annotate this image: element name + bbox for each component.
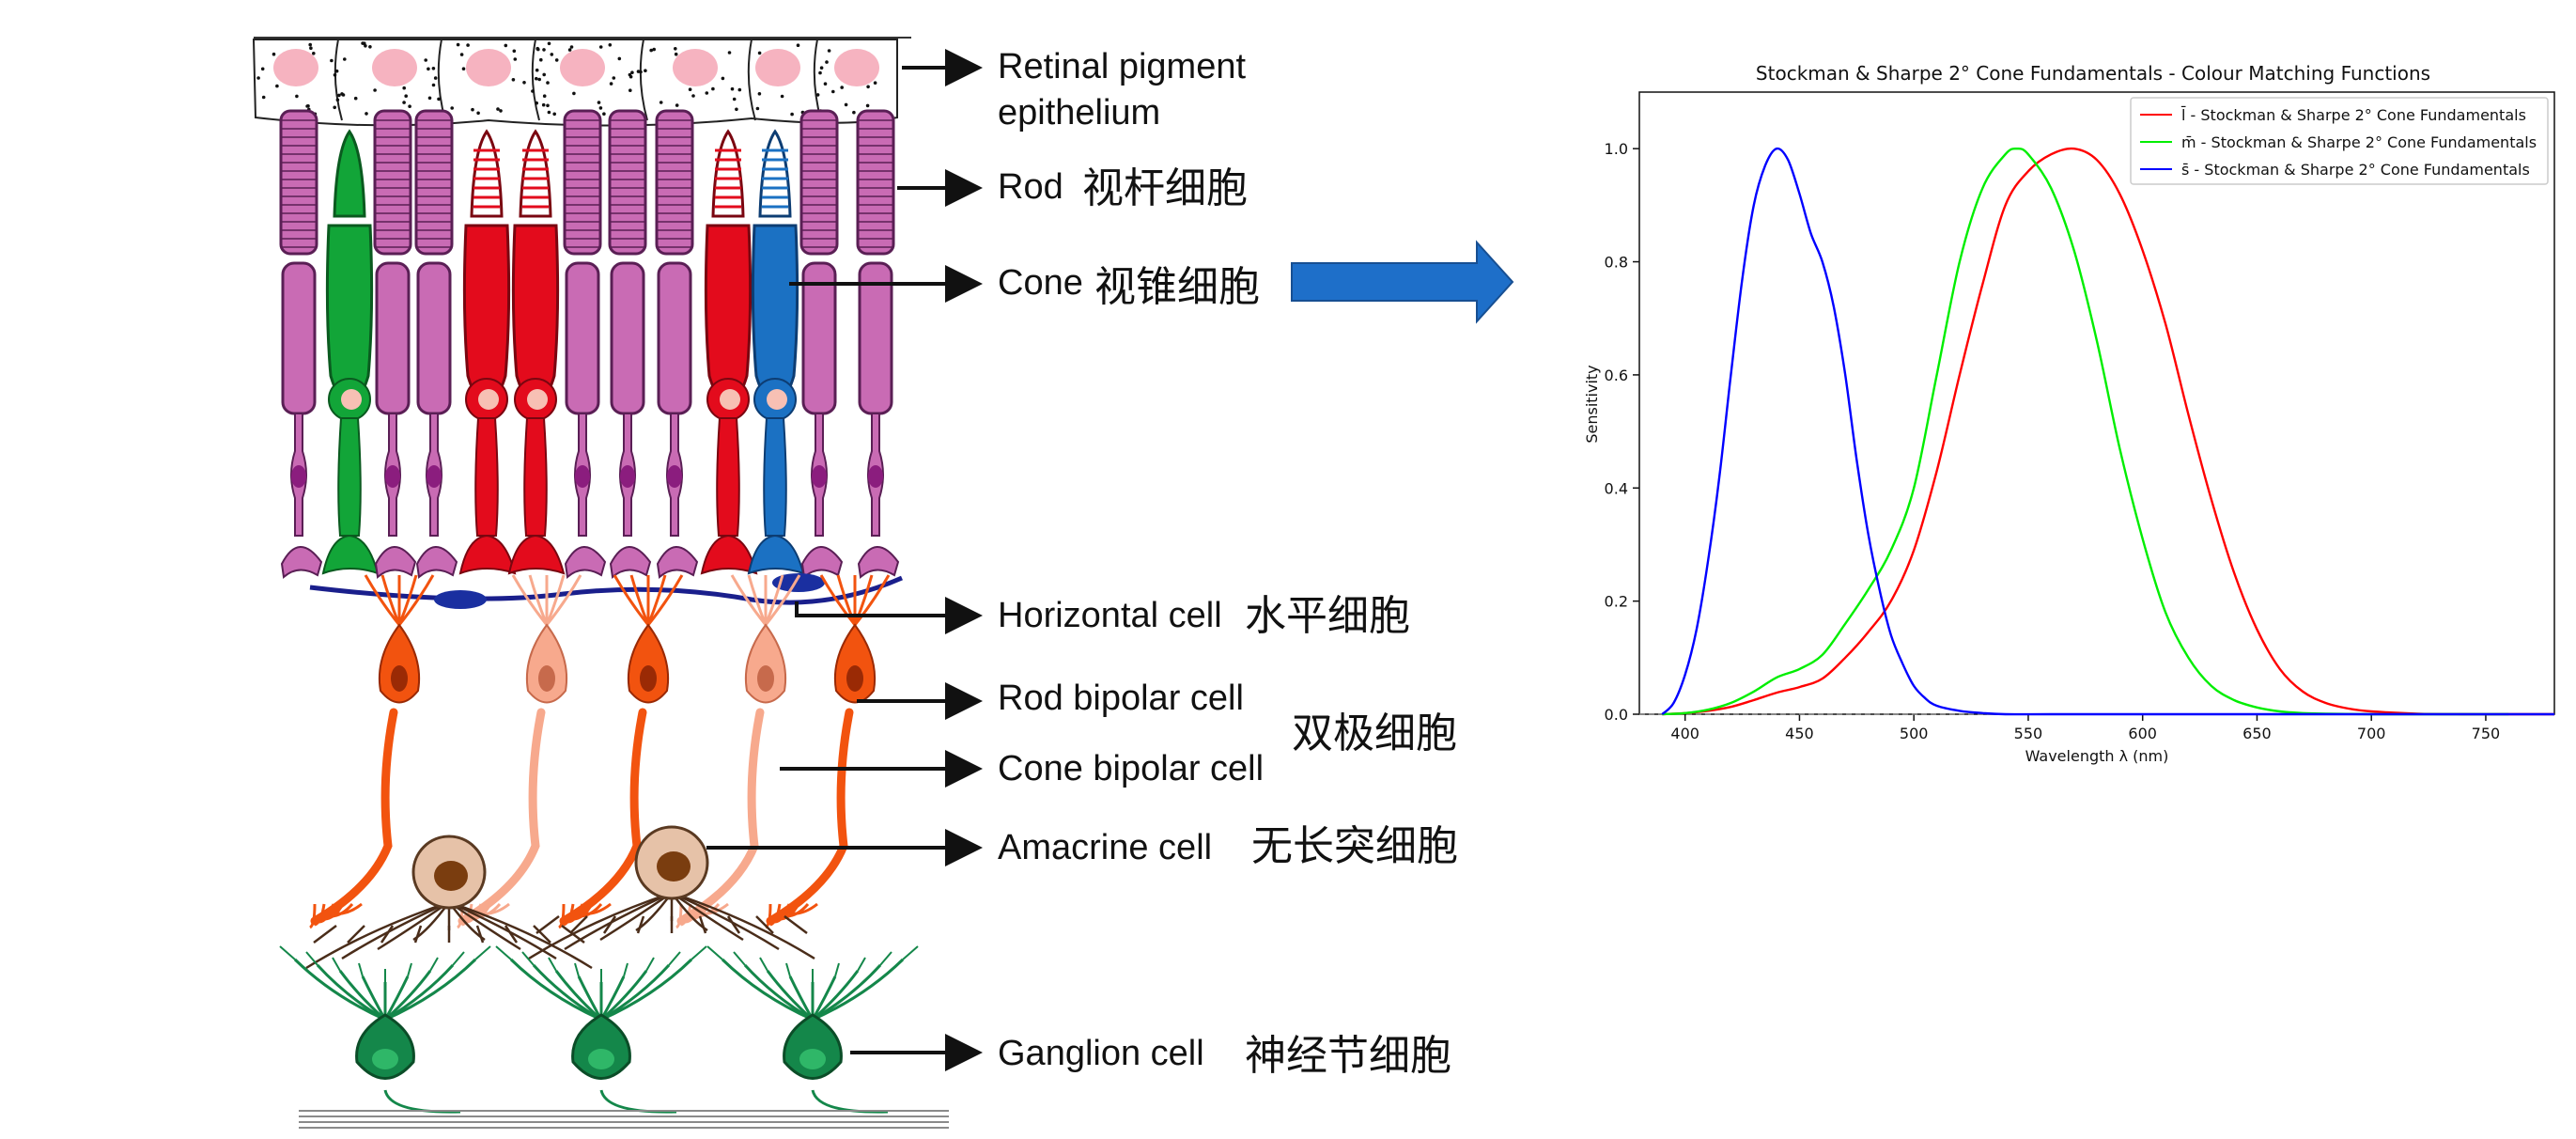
cone-cell	[507, 129, 566, 575]
series-s-line	[1661, 147, 2554, 716]
legend-entry-l: l̄ - Stockman & Sharpe 2° Cone Fundament…	[2180, 106, 2526, 124]
x-tick-label: 450	[1785, 725, 1814, 742]
label-cone: Cone	[998, 263, 1083, 303]
x-tick-label: 500	[1900, 725, 1929, 742]
legend-entry-m: m̄ - Stockman & Sharpe 2° Cone Fundament…	[2181, 133, 2537, 151]
series-l-line	[1662, 147, 2554, 716]
nerve-fiber-layer	[299, 1110, 949, 1129]
big-blue-arrow	[1291, 240, 1514, 324]
rod-cell	[856, 109, 900, 579]
label-bipolar-group-cn: 双极细胞	[1292, 710, 1457, 757]
x-tick-label: 600	[2128, 725, 2157, 742]
bipolar-cell-layer	[309, 574, 891, 929]
bipolar-cell	[309, 574, 435, 929]
label-rpe-line1: Retinal pigment	[998, 47, 1246, 86]
chart-title: Stockman & Sharpe 2° Cone Fundamentals -…	[1756, 62, 2430, 85]
cone-fundamentals-chart: Stockman & Sharpe 2° Cone Fundamentals -…	[1583, 62, 2555, 765]
label-amacrine-cn: 无长突细胞	[1251, 822, 1458, 870]
y-tick-label: 0.6	[1605, 367, 1628, 384]
rod-cell	[799, 109, 844, 579]
rpe-nucleus	[273, 49, 318, 86]
bipolar-cell	[558, 574, 684, 929]
rpe-nucleus	[466, 49, 511, 86]
cone-cell	[747, 129, 805, 575]
rod-cell	[608, 109, 652, 579]
amacrine-cell-layer	[305, 825, 815, 970]
bipolar-cell	[765, 574, 891, 929]
label-rod-cn: 视杆细胞	[1082, 164, 1248, 212]
label-ganglion-cn: 神经节细胞	[1245, 1032, 1451, 1080]
bipolar-cell	[457, 574, 582, 929]
rod-cell	[414, 109, 458, 579]
legend-entry-s: s̄ - Stockman & Sharpe 2° Cone Fundament…	[2181, 161, 2530, 179]
rod-cell	[373, 109, 417, 579]
rpe-nucleus	[834, 49, 879, 86]
ganglion-cell-layer	[279, 945, 919, 1114]
label-cone-cn: 视锥细胞	[1094, 263, 1260, 311]
y-tick-label: 0.4	[1605, 479, 1628, 497]
y-tick-label: 0.8	[1605, 254, 1628, 272]
cone-cell	[321, 129, 380, 575]
rpe-nucleus	[673, 49, 718, 86]
rpe-nucleus	[372, 49, 417, 86]
label-horizontal-cn: 水平细胞	[1245, 592, 1410, 640]
rod-cell	[279, 109, 323, 579]
ganglion-cell	[495, 945, 707, 1114]
diagram-labels: Retinal pigment epithelium Rod 视杆细胞 Cone…	[706, 47, 1514, 1080]
x-tick-label: 400	[1670, 725, 1699, 742]
rpe-nucleus	[560, 49, 605, 86]
label-rod-bipolar: Rod bipolar cell	[998, 679, 1244, 718]
y-tick-label: 1.0	[1605, 140, 1628, 158]
y-tick-label: 0.0	[1605, 706, 1628, 724]
x-tick-label: 750	[2472, 725, 2501, 742]
cone-cell	[700, 129, 758, 575]
chart-legend: l̄ - Stockman & Sharpe 2° Cone Fundament…	[2130, 97, 2549, 185]
x-tick-label: 650	[2242, 725, 2272, 742]
y-tick-label: 0.2	[1605, 593, 1628, 611]
retinal-pigment-epithelium-layer	[252, 37, 911, 127]
label-cone-bipolar: Cone bipolar cell	[998, 749, 1264, 788]
retina-illustration	[252, 37, 949, 1129]
label-horizontal: Horizontal cell	[998, 596, 1222, 635]
label-amacrine: Amacrine cell	[998, 828, 1212, 867]
ganglion-cell	[706, 945, 919, 1114]
cone-cell	[458, 129, 517, 575]
label-ganglion: Ganglion cell	[998, 1034, 1204, 1073]
photoreceptor-layer	[279, 109, 900, 579]
series-m-line	[1662, 147, 2509, 716]
x-axis-label: Wavelength λ (nm)	[2025, 747, 2169, 765]
rod-cell	[563, 109, 607, 579]
chart-plot-area	[1638, 91, 2555, 715]
x-tick-label: 700	[2357, 725, 2386, 742]
rod-cell	[655, 109, 699, 579]
x-tick-label: 550	[2014, 725, 2043, 742]
y-axis-label: Sensitivity	[1583, 365, 1601, 443]
label-rod: Rod	[998, 167, 1063, 207]
ganglion-cell	[279, 945, 491, 1114]
rpe-nucleus	[755, 49, 800, 86]
horizontal-cell-layer	[309, 573, 904, 609]
label-rpe-line2: epithelium	[998, 93, 1160, 133]
